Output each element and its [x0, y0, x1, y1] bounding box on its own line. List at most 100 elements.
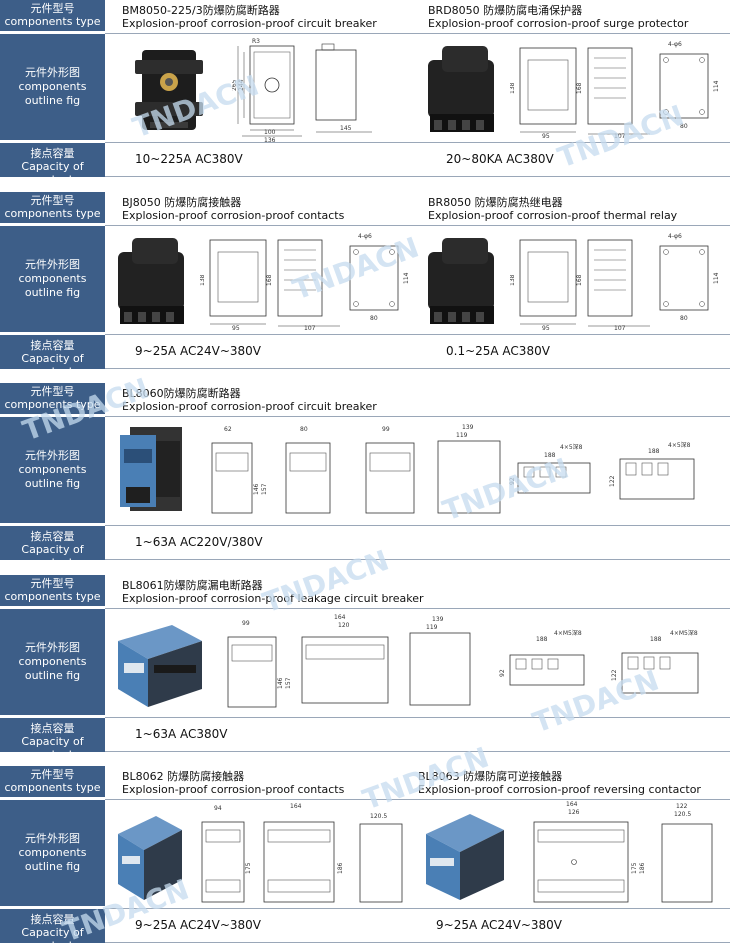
- dim-label: 120.5: [370, 813, 387, 820]
- dim-label: 157: [285, 677, 292, 689]
- dim-label: 114: [713, 80, 720, 92]
- dim-label: 120.5: [674, 811, 691, 818]
- dim-label: 114: [713, 272, 720, 284]
- dim-label: 4×5深8: [668, 441, 691, 449]
- dim-label: 92: [509, 477, 516, 485]
- dim-label: 80: [680, 315, 688, 322]
- dim-label: 175: [631, 862, 638, 874]
- contactor-photo: [118, 238, 184, 324]
- capacity-value: 10~225A AC380V: [135, 152, 243, 166]
- dim-label: 114: [403, 272, 410, 284]
- capacity-value: 1~63A AC220V/380V: [135, 535, 263, 549]
- dim-label: 136: [264, 137, 276, 142]
- dim-label: 164: [334, 614, 346, 621]
- dim-label: 168: [266, 274, 273, 286]
- capacity-value: 9~25A AC24V~380V: [135, 344, 262, 358]
- reversing-contactor-drawings: 164 126 175 186 122 120.5: [533, 801, 713, 903]
- dim-label: 175: [245, 862, 252, 874]
- surge-protector-photo: [428, 46, 494, 132]
- capacity-value: 20~80KA AC380V: [446, 152, 554, 166]
- contactor-photo: [118, 816, 182, 900]
- dim-label: 92: [499, 669, 506, 677]
- dim-label: 99: [242, 620, 250, 627]
- dim-label: 120: [338, 622, 350, 629]
- dim-label: 168: [576, 274, 583, 286]
- dim-label: 80: [300, 426, 308, 433]
- dim-label: 138: [200, 274, 206, 286]
- dim-label: 145: [340, 125, 352, 132]
- dim-label: 164: [566, 801, 578, 808]
- dim-label: 4-φ6: [668, 41, 682, 48]
- dim-label: 80: [370, 315, 378, 322]
- dim-label: 94: [214, 805, 222, 812]
- dim-label: 138: [510, 82, 516, 94]
- dim-label: 186: [639, 862, 646, 874]
- dim-label: 4×5深8: [560, 443, 583, 451]
- capacity-value: 9~25A AC24V~380V: [135, 918, 262, 932]
- dim-label: 119: [456, 432, 468, 439]
- breaker-photo: [120, 427, 182, 511]
- dim-label: 119: [426, 624, 438, 631]
- dim-label: 139: [432, 616, 444, 623]
- dim-label: 107: [614, 133, 626, 140]
- dim-label: 188: [544, 452, 556, 459]
- leakage-breaker-photo: [118, 625, 202, 707]
- dim-label: 186: [337, 862, 344, 874]
- dim-label: 146: [277, 677, 284, 689]
- dim-label: 122: [676, 803, 688, 810]
- breaker-drawing: R3 100 136 265 244 145: [232, 38, 372, 142]
- contactor-drawings: 94 175 164 186 120.5: [201, 803, 403, 903]
- dim-label: 80: [680, 123, 688, 130]
- reversing-contactor-photo: [426, 814, 504, 900]
- capacity-value: 9~25A AC24V~380V: [436, 918, 563, 932]
- dim-label: 146: [253, 483, 260, 495]
- dim-label: 164: [290, 803, 302, 810]
- dim-label: 122: [611, 669, 618, 681]
- dim-label: 95: [542, 325, 550, 332]
- dim-label: 107: [304, 325, 316, 332]
- breaker-drawings: 62 80 146 157 99 139 119 188 4×5深8 92 18…: [211, 424, 695, 514]
- dim-label: 4×M5深8: [670, 629, 698, 637]
- dim-label: 107: [614, 325, 626, 332]
- thermal-relay-drawing: 95 138 168 107 4-φ6 80 114: [510, 233, 720, 332]
- dim-label: 4×M5深8: [554, 629, 582, 637]
- dim-label: 62: [224, 426, 232, 433]
- dim-label: 188: [536, 636, 548, 643]
- dim-label: 188: [648, 448, 660, 455]
- capacity-value: 0.1~25A AC380V: [446, 344, 550, 358]
- dim-label: 138: [510, 274, 516, 286]
- dim-label: R3: [252, 38, 260, 45]
- surge-protector-drawing: 95 138 168 107 4-φ6 80 114: [510, 41, 720, 140]
- dim-label: 100: [264, 129, 276, 136]
- dim-label: 139: [462, 424, 474, 431]
- dim-label: 168: [576, 82, 583, 94]
- dim-label: 188: [650, 636, 662, 643]
- dim-label: 95: [232, 325, 240, 332]
- contactor-drawing: 95 138 168 107 4-φ6 80 114: [200, 233, 410, 332]
